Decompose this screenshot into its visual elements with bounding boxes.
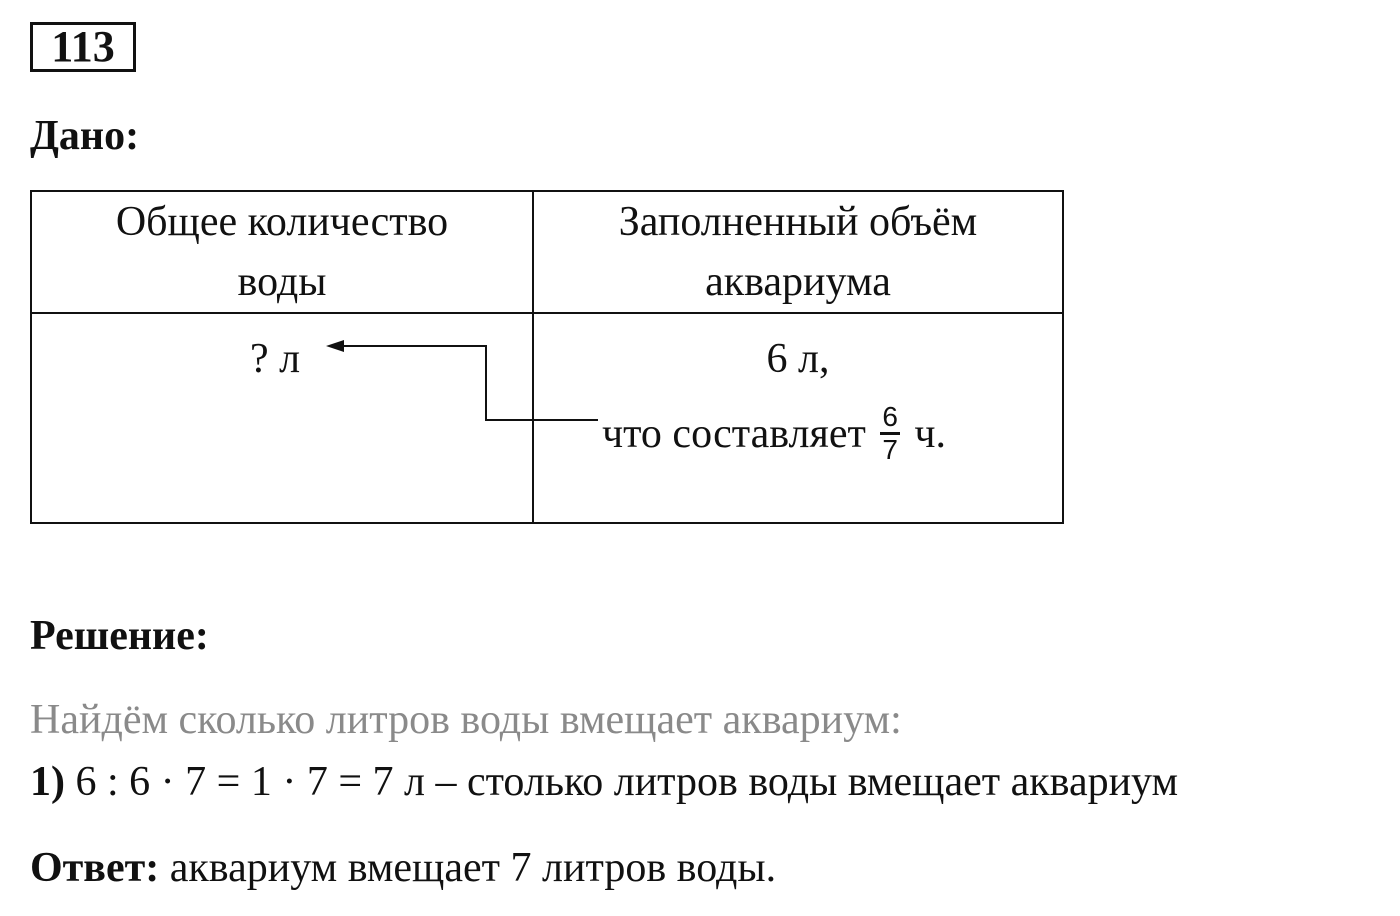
fraction-numerator: 6 xyxy=(880,402,900,435)
known-part-suffix: ч. xyxy=(914,411,947,458)
col1-header-line2: воды xyxy=(237,259,327,305)
step-text: 6 : 6 · 7 = 1 · 7 = 7 л – столько литров… xyxy=(75,759,1179,805)
known-part-prefix: что составляет xyxy=(602,411,866,458)
problem-number: 113 xyxy=(30,22,136,72)
table-header-row: Общее количество воды Заполненный объём … xyxy=(30,190,1064,314)
given-heading: Дано: xyxy=(30,113,140,159)
col2-header: Заполненный объём аквариума xyxy=(532,190,1064,314)
given-table: Общее количество воды Заполненный объём … xyxy=(30,190,1064,524)
col2-header-line1: Заполненный объём xyxy=(618,199,978,245)
known-value: 6 л, xyxy=(766,336,830,382)
known-part: что составляет 6 7 ч. xyxy=(602,402,947,469)
answer-line: Ответ: аквариум вмещает 7 литров воды. xyxy=(30,843,776,893)
answer-label: Ответ: xyxy=(30,845,160,891)
answer-text: аквариум вмещает 7 литров воды. xyxy=(169,845,777,891)
fraction: 6 7 xyxy=(880,402,900,465)
step-number: 1) xyxy=(30,759,65,805)
col1-header-line1: Общее количество xyxy=(115,199,449,245)
solution-step-1: 1) 6 : 6 · 7 = 1 · 7 = 7 л – столько лит… xyxy=(30,757,1178,807)
fraction-denominator: 7 xyxy=(882,434,898,465)
solution-hint: Найдём сколько литров воды вмещает аквар… xyxy=(30,697,902,743)
known-cell: 6 л, что составляет 6 7 ч. xyxy=(532,312,1064,524)
unknown-total: ? л xyxy=(250,336,301,382)
solution-heading: Решение: xyxy=(30,613,209,659)
table-body-row: ? л 6 л, что составляет 6 7 ч. xyxy=(30,312,1064,524)
unknown-cell: ? л xyxy=(30,312,534,524)
col2-header-line2: аквариума xyxy=(705,259,891,305)
col1-header: Общее количество воды xyxy=(30,190,534,314)
